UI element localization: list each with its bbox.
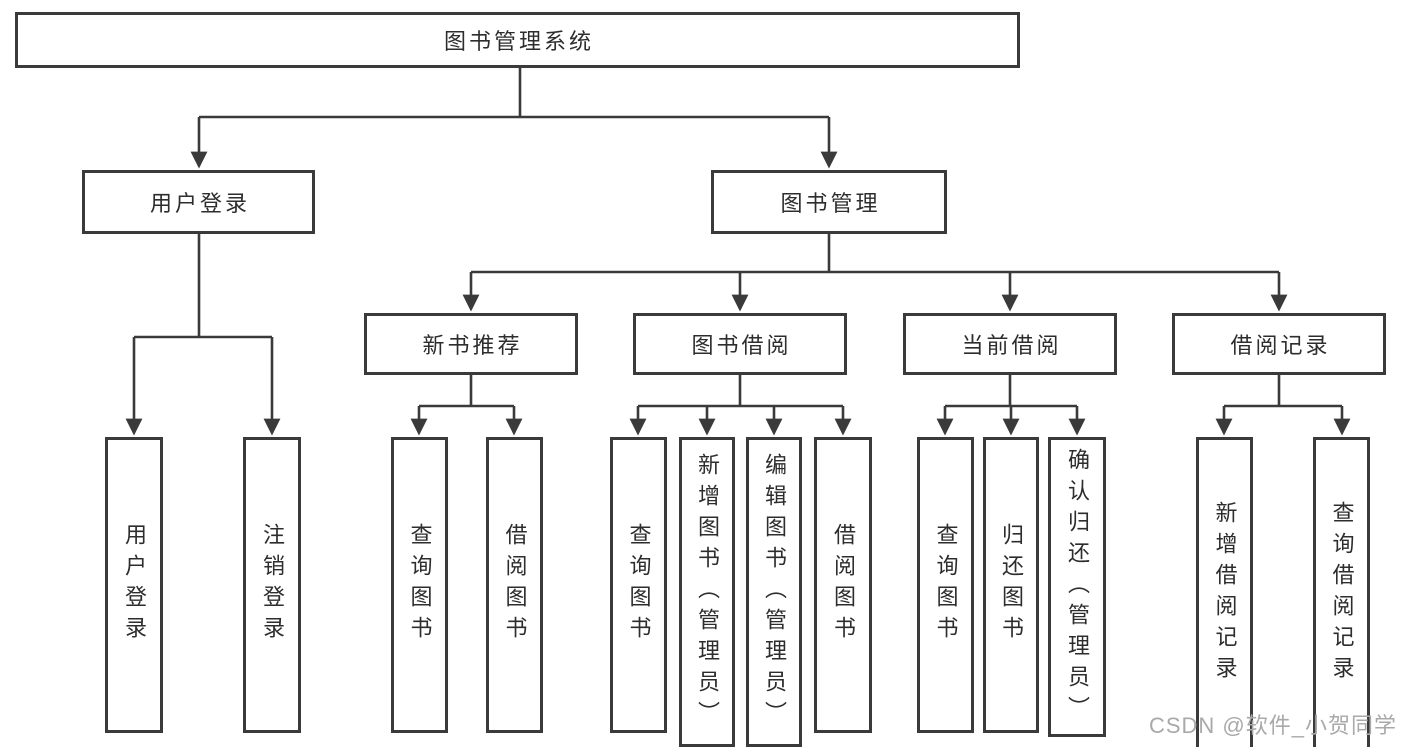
node-leaf-user-login: 用户登录	[105, 437, 163, 733]
node-book-borrowing: 图书借阅	[633, 313, 847, 375]
node-user-login-label: 用户登录	[149, 191, 250, 216]
node-leaf-borrow-books-2-label: 借阅图书	[831, 523, 856, 647]
node-new-book-recommend-label: 新书推荐	[422, 333, 523, 358]
node-leaf-user-login-label: 用户登录	[122, 523, 147, 647]
node-book-borrowing-label: 图书借阅	[691, 333, 792, 358]
node-user-login: 用户登录	[82, 170, 315, 234]
node-borrowing-records-label: 借阅记录	[1230, 333, 1331, 358]
node-leaf-query-books-1-label: 查询图书	[407, 523, 433, 647]
node-leaf-add-borrow-record-label: 新增借阅记录	[1212, 500, 1238, 687]
node-current-borrowing: 当前借阅	[903, 313, 1117, 375]
node-book-management: 图书管理	[711, 170, 947, 234]
node-leaf-query-books-2-label: 查询图书	[626, 523, 652, 647]
node-leaf-query-books-3: 查询图书	[917, 437, 974, 733]
node-leaf-query-borrow-record-label: 查询借阅记录	[1329, 500, 1355, 687]
node-leaf-edit-book: 编辑图书（管理员）	[746, 437, 802, 747]
node-leaf-query-books-1: 查询图书	[391, 437, 448, 733]
node-leaf-edit-book-label: 编辑图书（管理员）	[762, 452, 787, 732]
node-leaf-logout-label: 注销登录	[260, 523, 285, 647]
node-leaf-add-borrow-record: 新增借阅记录	[1196, 437, 1253, 747]
node-leaf-borrow-books-1: 借阅图书	[486, 437, 543, 733]
node-root-label: 图书管理系统	[443, 29, 594, 54]
node-leaf-borrow-books-2: 借阅图书	[814, 437, 872, 733]
node-new-book-recommend: 新书推荐	[364, 313, 578, 375]
node-leaf-logout: 注销登录	[243, 437, 301, 733]
node-current-borrowing-label: 当前借阅	[961, 333, 1062, 358]
node-root: 图书管理系统	[15, 12, 1020, 68]
node-book-management-label: 图书管理	[780, 191, 881, 216]
node-leaf-confirm-return: 确认归还（管理员）	[1048, 437, 1106, 737]
node-leaf-confirm-return-label: 确认归还（管理员）	[1065, 447, 1090, 727]
node-leaf-borrow-books-1-label: 借阅图书	[502, 523, 528, 647]
node-borrowing-records: 借阅记录	[1172, 313, 1386, 375]
node-leaf-query-borrow-record: 查询借阅记录	[1313, 437, 1370, 747]
node-leaf-add-book: 新增图书（管理员）	[679, 437, 735, 747]
node-leaf-return-book-label: 归还图书	[999, 523, 1024, 647]
connector-trunks	[134, 68, 1342, 408]
node-leaf-query-books-2: 查询图书	[610, 437, 667, 733]
node-leaf-query-books-3-label: 查询图书	[933, 523, 959, 647]
node-leaf-return-book: 归还图书	[983, 437, 1039, 733]
node-leaf-add-book-label: 新增图书（管理员）	[695, 452, 720, 732]
